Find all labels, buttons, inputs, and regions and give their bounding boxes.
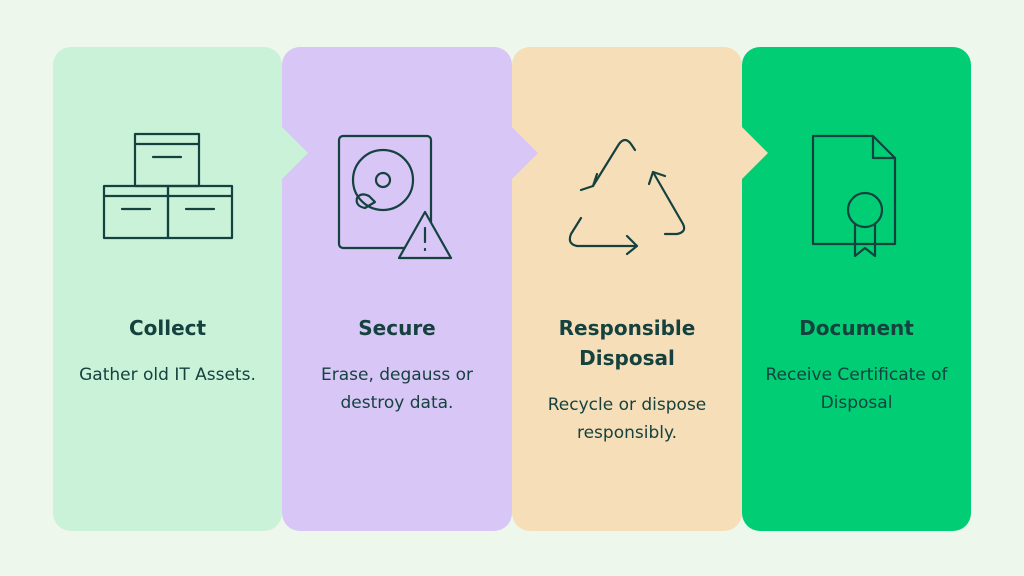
recycle-icon [561,132,693,256]
step-title: Collect [128,316,207,340]
step-description: Receive Certificate of Disposal [765,365,948,413]
step-collect: Collect Gather old IT Assets. [53,47,308,531]
step-document: Document Receive Certificate of Disposal [742,47,971,531]
step-secure: Secure Erase, degauss or destroy data. [282,47,538,531]
step-title: Document [799,316,914,340]
step-description: Gather old IT Assets. [79,365,256,385]
chevron-connector [512,127,538,179]
chevron-connector [282,127,308,179]
step-description: Erase, degauss or destroy data. [320,365,473,413]
hard-drive-warning-icon [337,132,457,264]
chevron-connector [742,127,768,179]
step-title: Secure [358,316,436,340]
step-responsible-disposal: Responsible Disposal Recycle or dispose … [512,47,768,531]
step-description: Recycle or dispose responsibly. [547,395,707,443]
boxes-icon [102,132,234,240]
step-title: Responsible Disposal [558,316,696,370]
certificate-document-icon [811,132,903,264]
